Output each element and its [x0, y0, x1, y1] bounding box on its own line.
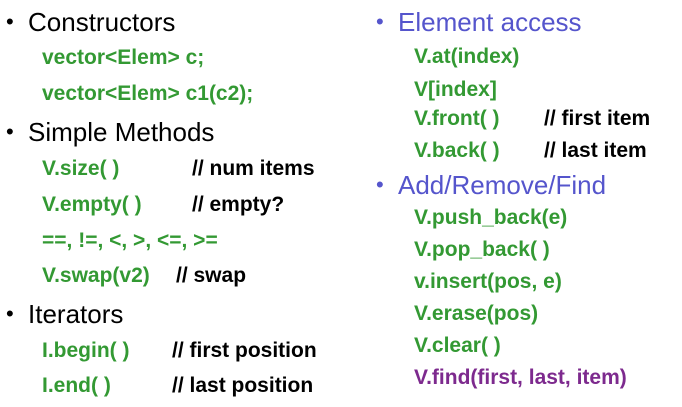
access-item: V[index]	[414, 78, 497, 101]
modifier-item: V.pop_back( )	[414, 238, 550, 261]
method-item: V.size( ) // num items	[42, 156, 352, 182]
method-code: ==, !=, <, >, <=, >=	[42, 229, 218, 252]
method-item: ==, !=, <, >, <=, >=	[42, 228, 218, 254]
constructors-heading: • Constructors	[6, 7, 175, 37]
method-item: V.empty( ) // empty?	[42, 192, 352, 218]
method-comment: // empty?	[192, 193, 285, 216]
bullet-icon: •	[376, 172, 384, 197]
access-comment: // last item	[544, 139, 647, 162]
modifier-item: V.clear( )	[414, 334, 501, 357]
constructor-item: vector<Elem> c;	[42, 46, 205, 69]
access-code: V.front( )	[414, 107, 500, 130]
method-item: V.swap(v2) // swap	[42, 263, 352, 289]
heading-text: Iterators	[28, 299, 124, 329]
iterators-heading: • Iterators	[6, 299, 123, 329]
iterator-code: I.end( )	[42, 374, 111, 397]
iterator-comment: // last position	[172, 374, 314, 397]
simple-methods-heading: • Simple Methods	[6, 117, 214, 147]
access-comment: // first item	[544, 107, 651, 130]
access-item: V.back( ) // last item	[414, 138, 678, 164]
element-access-heading: • Element access	[376, 7, 582, 37]
modifier-item: V.push_back(e)	[414, 206, 568, 229]
heading-text: Element access	[398, 7, 582, 37]
bullet-icon: •	[6, 301, 14, 326]
bullet-icon: •	[376, 9, 384, 34]
access-code: V.back( )	[414, 139, 500, 162]
iterator-item: I.end( ) // last position	[42, 373, 352, 399]
heading-text: Add/Remove/Find	[398, 170, 607, 200]
iterator-item: I.begin( ) // first position	[42, 338, 352, 364]
access-item: V.front( ) // first item	[414, 106, 678, 132]
method-code: V.size( )	[42, 157, 120, 180]
method-comment: // swap	[176, 264, 247, 287]
modifier-item: V.erase(pos)	[414, 302, 539, 325]
iterator-code: I.begin( )	[42, 339, 130, 362]
add-remove-find-heading: • Add/Remove/Find	[376, 170, 606, 200]
heading-text: Simple Methods	[28, 117, 215, 147]
method-code: V.swap(v2)	[42, 264, 150, 287]
find-item: V.find(first, last, item)	[414, 366, 627, 389]
method-code: V.empty( )	[42, 193, 142, 216]
heading-text: Constructors	[28, 7, 176, 37]
iterator-comment: // first position	[172, 339, 317, 362]
constructor-item: vector<Elem> c1(c2);	[42, 82, 254, 105]
bullet-icon: •	[6, 9, 14, 34]
bullet-icon: •	[6, 119, 14, 144]
modifier-item: v.insert(pos, e)	[414, 270, 562, 293]
method-comment: // num items	[192, 157, 315, 180]
access-item: V.at(index)	[414, 45, 520, 68]
